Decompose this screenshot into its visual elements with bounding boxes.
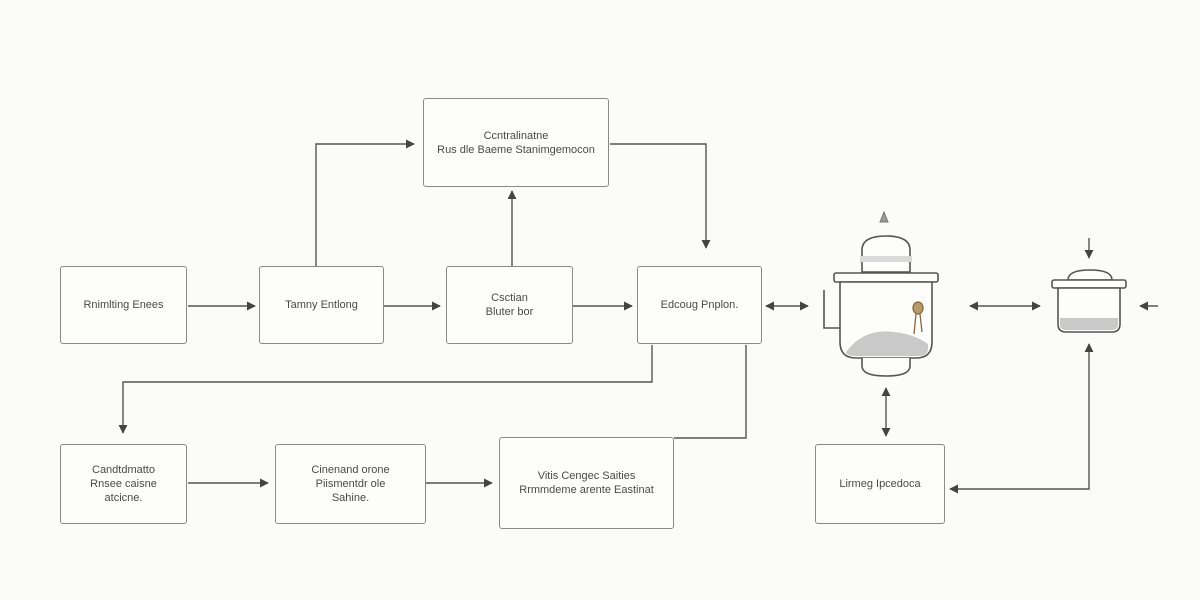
node-top[interactable]: Ccntralinatne Rus dle Baeme Stanimgemoco… xyxy=(423,98,609,187)
node-1[interactable]: Rnimlting Enees xyxy=(60,266,187,344)
node-b1-line1: Candtdmatto xyxy=(92,464,155,476)
node-2[interactable]: Tamny Entlong xyxy=(259,266,384,344)
node-b4[interactable]: Lirmeg Ipcedoca xyxy=(815,444,945,524)
node-b3-line1: Vitis Cengec Saities xyxy=(537,470,636,482)
node-2-line1: Tamny Entlong xyxy=(285,299,358,311)
arrow-n4-b1 xyxy=(118,345,653,434)
node-4-line1: Edcoug Pnplon. xyxy=(660,299,739,311)
node-top-line1: Ccntralinatne xyxy=(483,129,549,142)
node-3-line2: Bluter bor xyxy=(485,306,534,318)
node-b3[interactable]: Vitis Cengec Saities Rrmmdeme arente Eas… xyxy=(499,437,674,529)
node-4[interactable]: Edcoug Pnplon. xyxy=(637,266,762,344)
node-b2-line2: Piismentdr ole xyxy=(315,478,386,490)
node-b2-line3: Sahine. xyxy=(331,492,370,504)
arrow-n2-top xyxy=(315,139,415,266)
node-top-line2: Rus dle Baeme Stanimgemocon xyxy=(437,143,595,156)
node-b2-line1: Cinenand orone xyxy=(311,464,390,476)
node-b1-line2: Rnsee caisne xyxy=(90,478,157,490)
node-b1[interactable]: Candtdmatto Rnsee caisne atcicne. xyxy=(60,444,187,524)
node-3[interactable]: Csctian Bluter bor xyxy=(446,266,573,344)
connector-n4-b3 xyxy=(674,345,747,439)
arrow-pot-b4 xyxy=(949,343,1094,494)
node-3-line1: Csctian xyxy=(491,292,528,304)
drip-icon xyxy=(912,301,924,335)
node-b1-line3: atcicne. xyxy=(104,492,143,504)
cooking-pot-icon xyxy=(1051,269,1127,333)
node-b4-line1: Lirmeg Ipcedoca xyxy=(839,478,921,490)
node-b3-line2: Rrmmdeme arente Eastinat xyxy=(519,484,654,496)
reactor-vessel-icon xyxy=(823,210,939,377)
node-1-line1: Rnimlting Enees xyxy=(83,299,164,311)
arrow-top-n4 xyxy=(610,143,711,249)
node-b2[interactable]: Cinenand orone Piismentdr ole Sahine. xyxy=(275,444,426,524)
